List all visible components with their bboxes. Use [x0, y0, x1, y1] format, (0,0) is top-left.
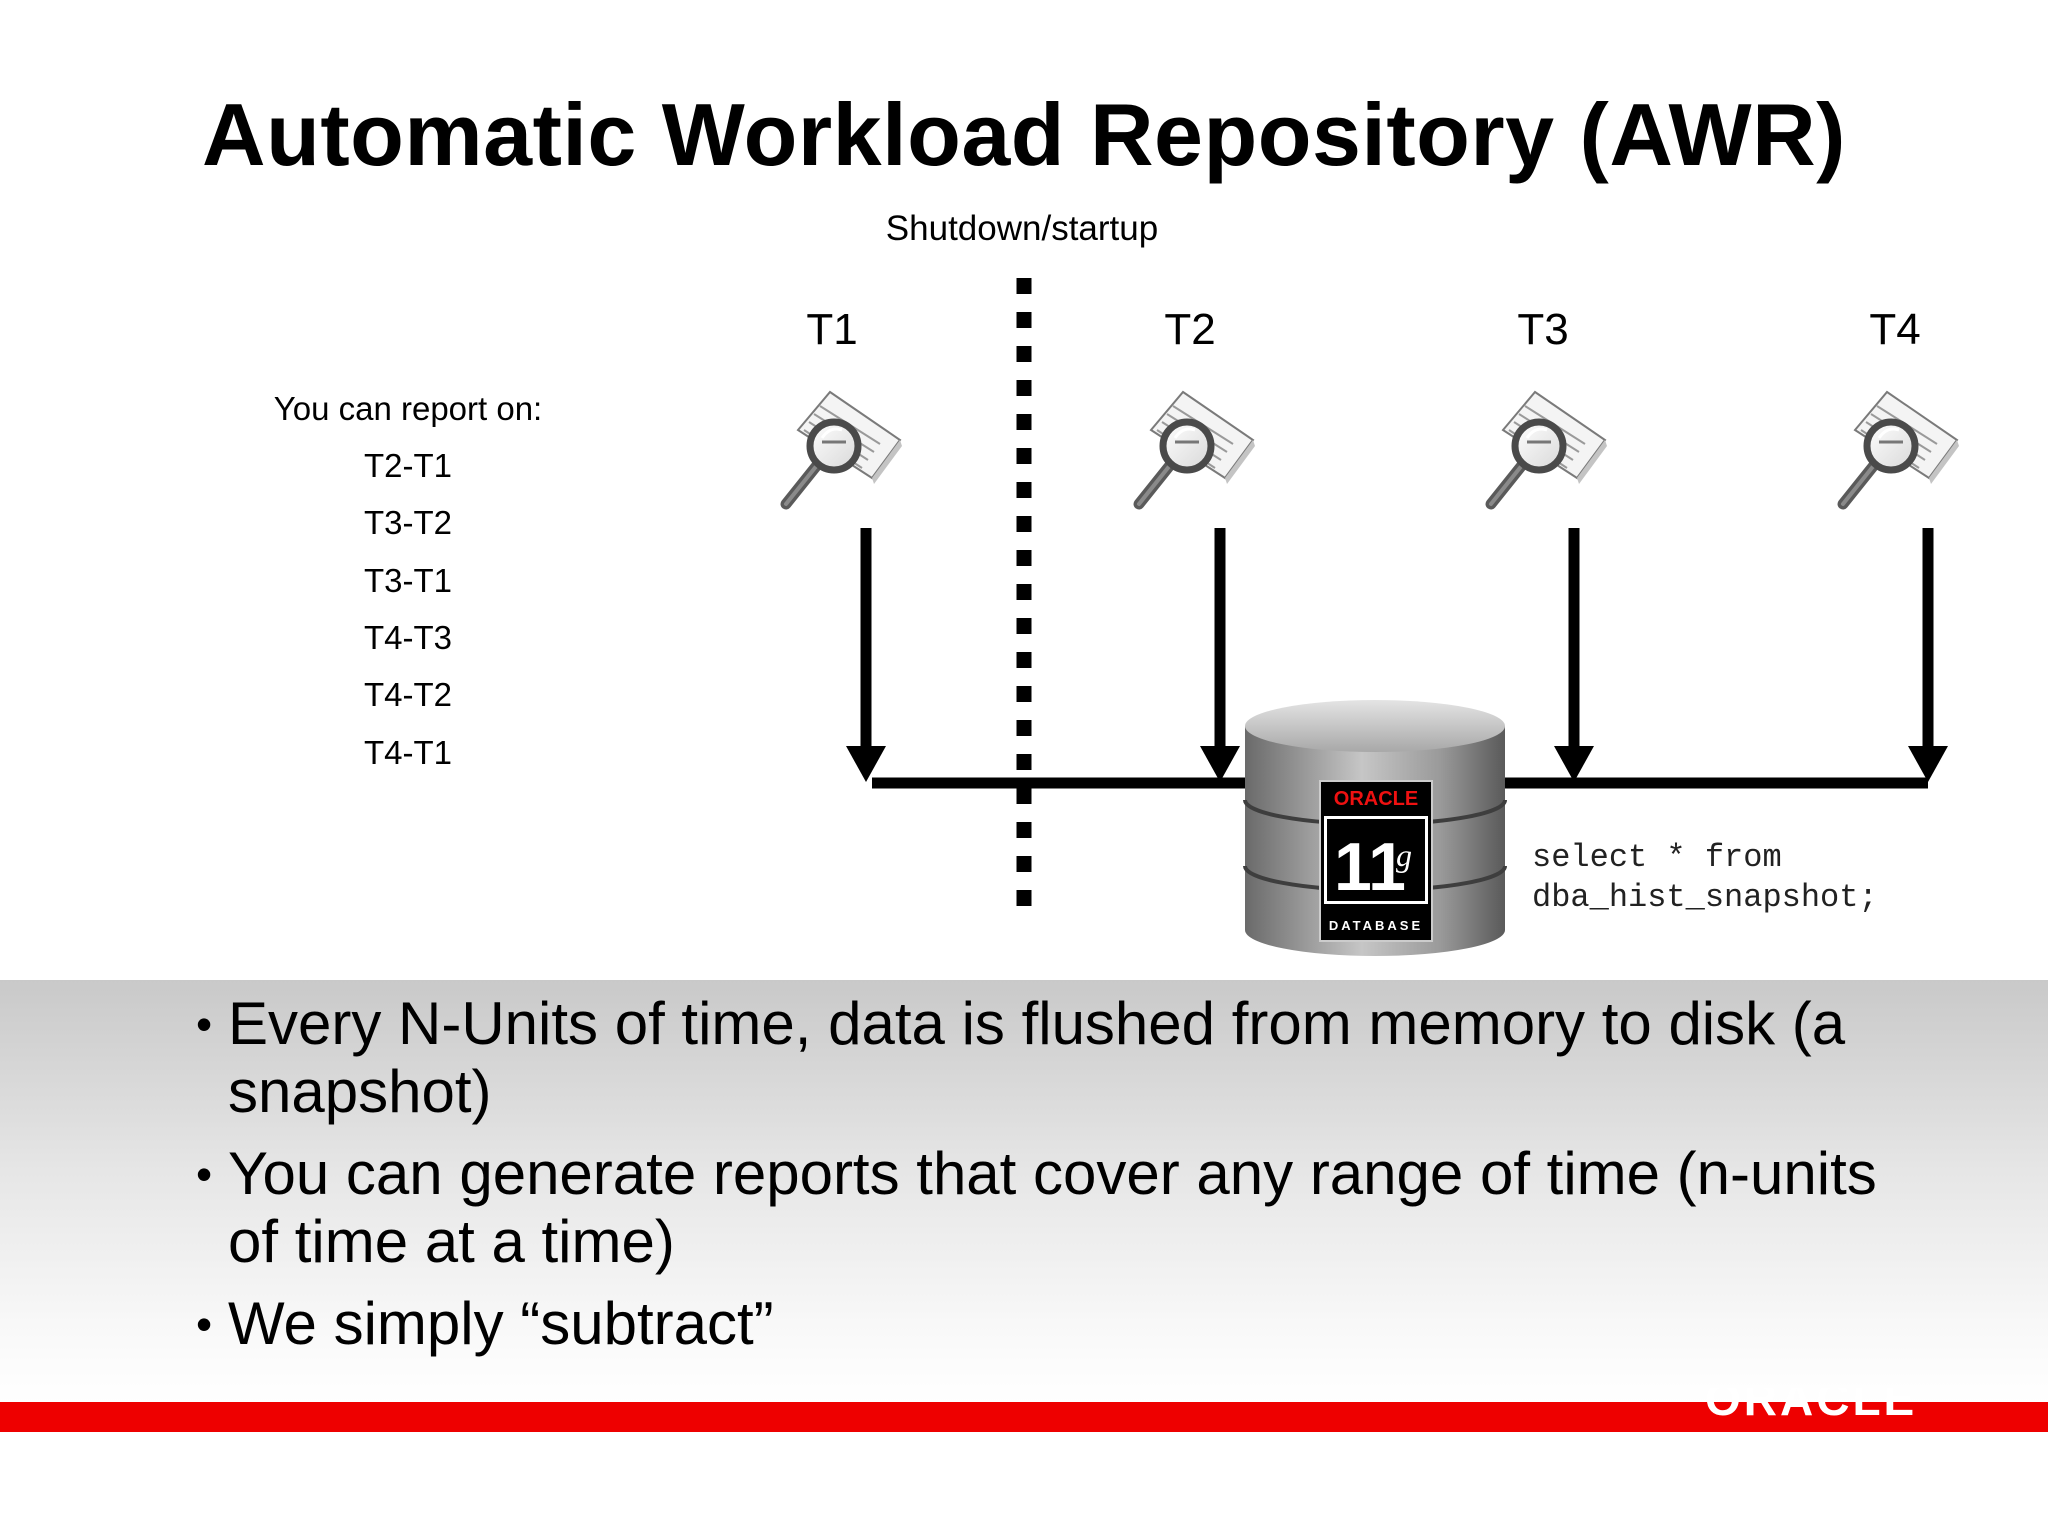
- db-label: DATABASE: [1329, 918, 1423, 933]
- bullet-item: • Every N-Units of time, data is flushed…: [196, 990, 1896, 1126]
- bullet-text: Every N-Units of time, data is flushed f…: [228, 990, 1845, 1125]
- snapshot-icon: [786, 392, 902, 504]
- snapshot-label-t1: T1: [806, 305, 857, 354]
- bullet-list: • Every N-Units of time, data is flushed…: [196, 990, 1896, 1372]
- bullet-item: • We simply “subtract”: [196, 1290, 1896, 1358]
- sql-line-2: dba_hist_snapshot;: [1532, 879, 1878, 916]
- snapshot-label-t2: T2: [1164, 305, 1215, 354]
- bullet-text: You can generate reports that cover any …: [228, 1140, 1877, 1275]
- snapshot-arrow: [1200, 528, 1240, 782]
- report-range: T4-T3: [364, 619, 452, 656]
- shutdown-label: Shutdown/startup: [886, 209, 1158, 248]
- report-range: T4-T2: [364, 676, 452, 713]
- bullet-text: We simply “subtract”: [228, 1290, 774, 1357]
- snapshot-arrow: [1554, 528, 1594, 782]
- oracle-logo-text: ORACLE: [1705, 1388, 1915, 1422]
- oracle-database-icon: ORACLE 11 g DATABASE: [1245, 700, 1505, 956]
- db-version-suffix: g: [1396, 837, 1412, 873]
- bullet-dot: •: [196, 990, 212, 1058]
- db-brand: ORACLE: [1334, 788, 1418, 810]
- snapshot-icon: [1139, 392, 1255, 504]
- snapshot-icon: [1843, 392, 1959, 504]
- report-range: T4-T1: [364, 734, 452, 771]
- report-range: T2-T1: [364, 447, 452, 484]
- bullet-dot: •: [196, 1290, 212, 1358]
- snapshot-arrow: [1908, 528, 1948, 782]
- snapshot-arrow: [846, 528, 886, 782]
- snapshot-label-t4: T4: [1869, 305, 1920, 354]
- report-range: T3-T1: [364, 562, 452, 599]
- report-range: T3-T2: [364, 504, 452, 541]
- oracle-logo: ORACLE: [1705, 1388, 1915, 1422]
- awr-diagram: Shutdown/startup T1 T2 T3 T4 ORACLE: [0, 0, 2048, 980]
- snapshot-icon: [1491, 392, 1607, 504]
- bullet-item: • You can generate reports that cover an…: [196, 1140, 1896, 1276]
- snapshot-label-t3: T3: [1517, 305, 1568, 354]
- report-heading: You can report on:: [274, 390, 542, 427]
- sql-line-1: select * from: [1532, 839, 1782, 876]
- bullet-dot: •: [196, 1140, 212, 1208]
